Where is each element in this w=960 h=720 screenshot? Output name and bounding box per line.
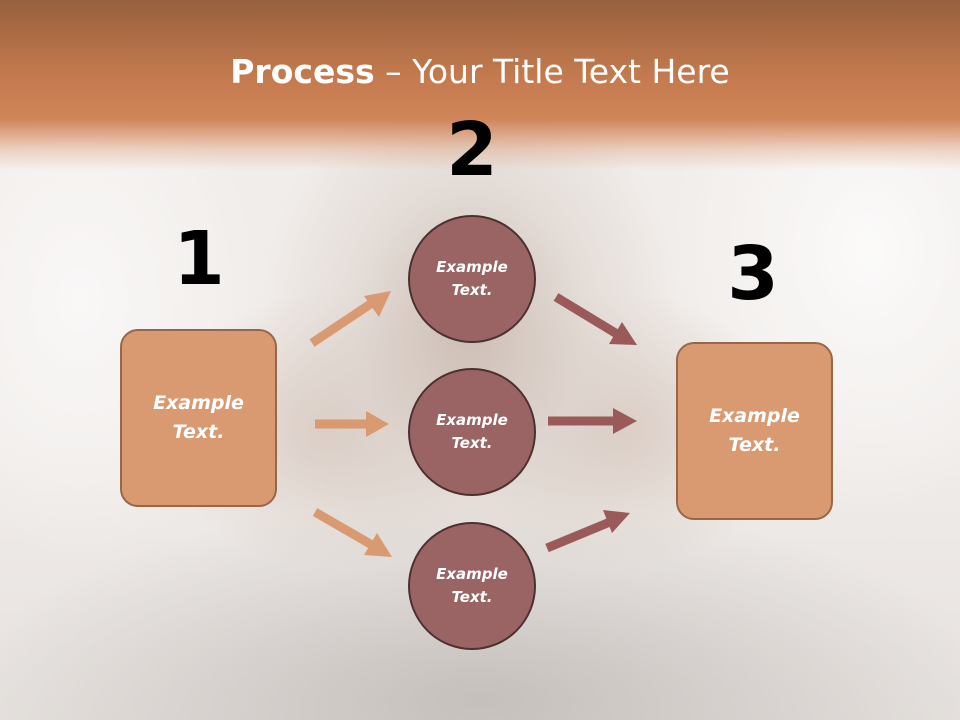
circle-top: Example Text. bbox=[408, 215, 536, 343]
right-step-box: Example Text. bbox=[676, 342, 833, 520]
arrow-to-top-circle bbox=[309, 291, 391, 347]
left-arrows bbox=[309, 291, 392, 557]
title-rest: – Your Title Text Here bbox=[374, 52, 730, 91]
arrow-to-bottom-circle bbox=[312, 508, 392, 557]
slide-title: Process – Your Title Text Here bbox=[0, 52, 960, 91]
circle-top-line1: Example bbox=[436, 258, 508, 276]
step-number-3: 3 bbox=[727, 231, 779, 317]
left-step-box: Example Text. bbox=[120, 329, 277, 507]
circle-bottom-line2: Text. bbox=[451, 588, 493, 606]
left-box-line1: Example bbox=[153, 392, 244, 414]
arrow-from-top-circle bbox=[553, 293, 637, 345]
right-box-line2: Text. bbox=[728, 434, 781, 456]
left-box-line2: Text. bbox=[172, 421, 225, 443]
step-number-2: 2 bbox=[446, 107, 498, 193]
title-band bbox=[0, 0, 960, 170]
step-number-1: 1 bbox=[173, 216, 225, 302]
right-arrows bbox=[545, 293, 637, 553]
right-box-line1: Example bbox=[709, 405, 800, 427]
arrow-from-bottom-circle bbox=[545, 510, 630, 553]
title-bold: Process bbox=[230, 52, 375, 91]
circle-middle-line1: Example bbox=[436, 411, 508, 429]
arrow-to-middle-circle bbox=[315, 411, 389, 437]
circle-top-line2: Text. bbox=[451, 281, 493, 299]
circle-bottom: Example Text. bbox=[408, 522, 536, 650]
circle-bottom-line1: Example bbox=[436, 565, 508, 583]
arrow-from-middle-circle bbox=[548, 408, 637, 434]
circle-middle-line2: Text. bbox=[451, 434, 493, 452]
circle-middle: Example Text. bbox=[408, 368, 536, 496]
